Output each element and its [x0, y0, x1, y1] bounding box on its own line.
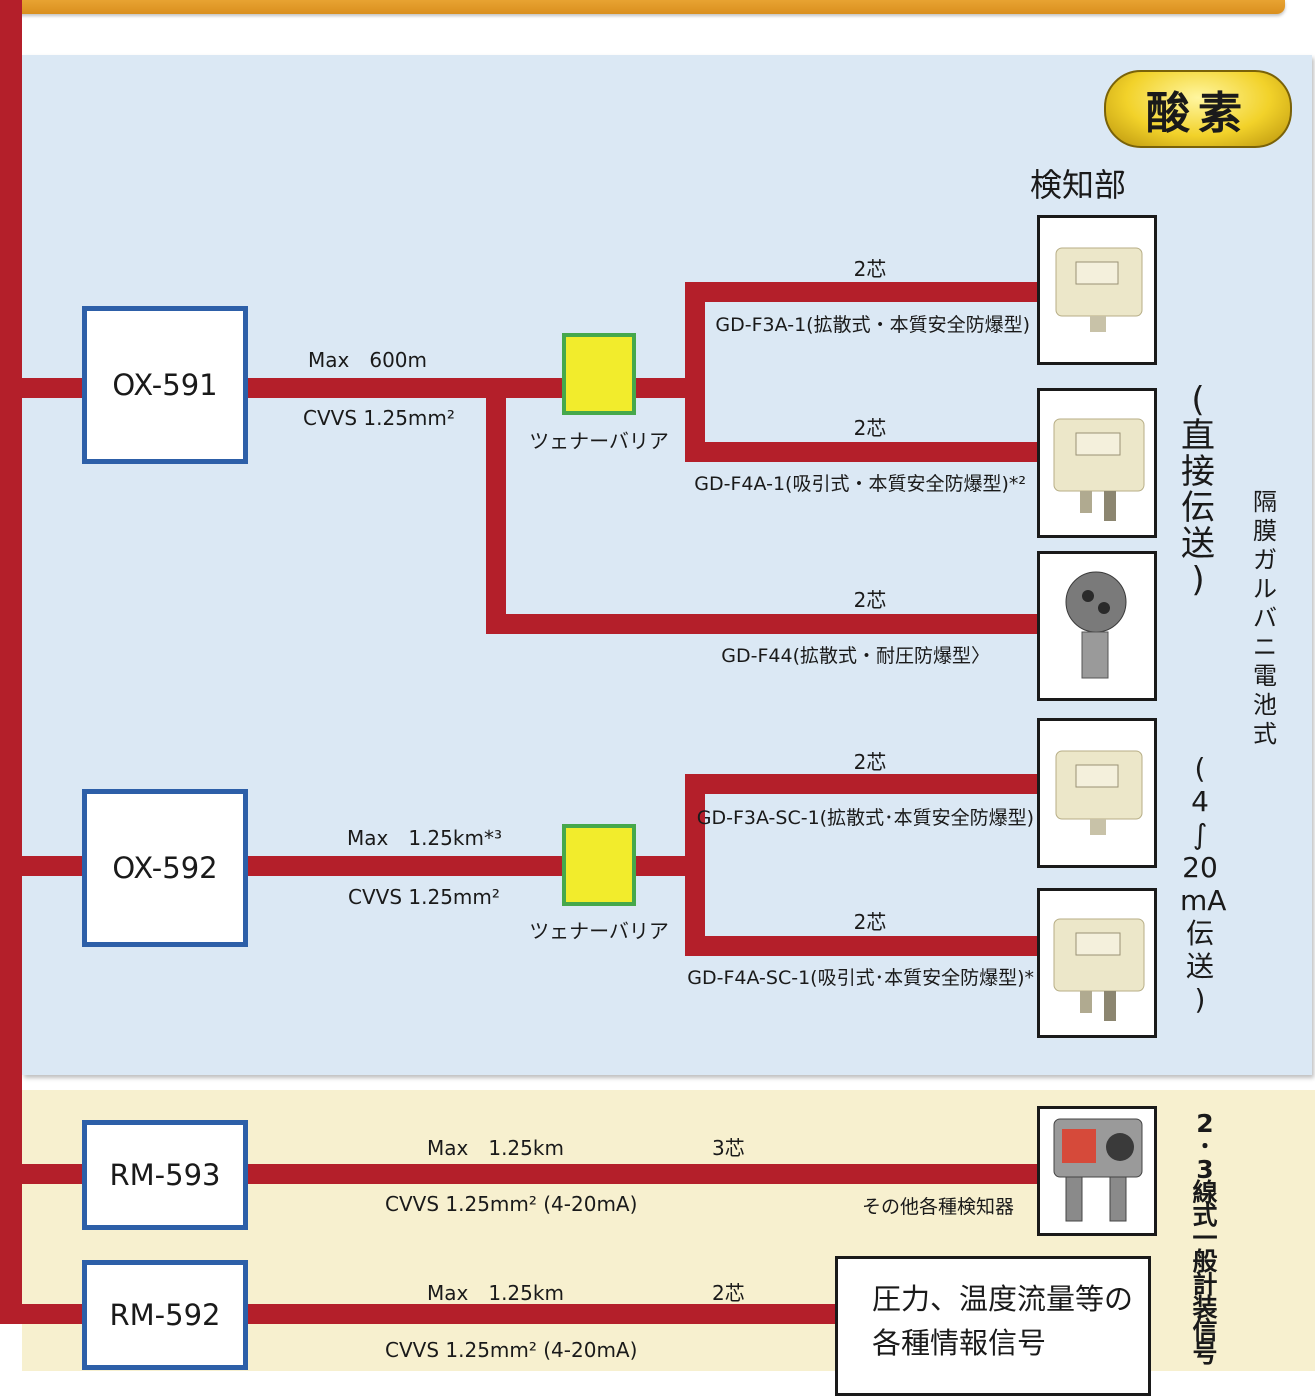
rm592-cores: 2芯	[712, 1281, 745, 1305]
ox592-branch-f4a-sc	[685, 936, 1040, 956]
detector-header: 検知部	[1030, 166, 1127, 204]
rm593-trunk-line	[245, 1164, 1040, 1184]
controller-rm592[interactable]: RM-592	[82, 1260, 248, 1370]
detector-gd-f4a-sc-1[interactable]	[1037, 888, 1157, 1038]
oxygen-badge: 酸素	[1104, 70, 1292, 148]
controller-ox591[interactable]: OX-591	[82, 306, 248, 464]
rm592-cable: CVVS 1.25mm² (4-20mA)	[385, 1338, 638, 1362]
info-signal-line-1: 圧力、温度流量等の	[872, 1282, 1134, 1316]
controller-ox592[interactable]: OX-592	[82, 789, 248, 947]
detector-gd-f44[interactable]	[1037, 551, 1157, 701]
ox592-f3a-sc-model: GD-F3A-SC-1(拡散式･本質安全防爆型)	[696, 807, 1034, 829]
ox591-barrier-out-line	[632, 378, 690, 398]
zener-barrier-1-label: ツェナーバリア	[529, 429, 669, 453]
rm593-feed-line	[20, 1164, 86, 1184]
ox591-f44-model: GD-F44(拡散式・耐圧防爆型〉	[721, 645, 990, 667]
ox592-cable: CVVS 1.25mm²	[348, 885, 500, 909]
rm593-cores: 3芯	[712, 1136, 745, 1160]
direct-transmission-label: ( 直 接 伝 送 )	[1181, 380, 1215, 600]
ox591-split-vertical	[685, 282, 705, 462]
current-transmission-label: ( 4 ∫ 20 mA 伝 送 )	[1180, 752, 1227, 1016]
ox592-barrier-out-line	[632, 856, 690, 876]
detector-gd-f3a-sc-1[interactable]	[1037, 718, 1157, 868]
ox592-f3a-sc-cores: 2芯	[853, 750, 887, 774]
ox591-f44-vertical	[486, 392, 506, 634]
ox591-f4a-cores: 2芯	[853, 416, 887, 440]
ox592-trunk-line	[245, 856, 565, 876]
detector-gd-f3a-1[interactable]	[1037, 215, 1157, 365]
ox591-f3a-cores: 2芯	[853, 257, 887, 281]
ox591-f4a-model: GD-F4A-1(吸引式・本質安全防爆型)*²	[694, 473, 1026, 495]
controller-rm593-label: RM-593	[109, 1158, 221, 1192]
zener-barrier-2-label: ツェナーバリア	[529, 919, 669, 943]
galvanic-cell-type-label: 隔 膜 ガ ル バ ニ 電 池 式	[1253, 488, 1277, 748]
ox591-branch-f4a	[685, 442, 1040, 462]
detector-gd-f4a-1-image	[1053, 418, 1145, 521]
rm592-trunk-line	[245, 1304, 837, 1324]
controller-ox592-label: OX-592	[112, 851, 218, 885]
header-band	[0, 0, 1285, 14]
detector-other-image	[1053, 1118, 1143, 1222]
ox591-f44-cores: 2芯	[853, 588, 887, 612]
ox591-feed-line	[20, 378, 86, 398]
ox591-branch-f3a	[685, 282, 1040, 302]
detector-gd-f3a-1-image	[1055, 247, 1143, 332]
ox591-max-length: Max 600m	[308, 348, 428, 372]
info-signal-box: 圧力、温度流量等の 各種情報信号	[835, 1256, 1151, 1396]
rm593-max-length: Max 1.25km	[427, 1136, 564, 1160]
ox592-f4a-sc-model: GD-F4A-SC-1(吸引式･本質安全防爆型)*	[687, 967, 1034, 989]
ox591-f3a-model: GD-F3A-1(拡散式・本質安全防爆型)	[715, 314, 1030, 336]
rm592-max-length: Max 1.25km	[427, 1281, 564, 1305]
controller-ox591-label: OX-591	[112, 368, 218, 402]
detector-gd-f4a-1[interactable]	[1037, 388, 1157, 538]
ox592-max-length: Max 1.25km*³	[347, 826, 502, 850]
ox591-branch-f44	[486, 614, 1040, 634]
controller-rm593[interactable]: RM-593	[82, 1120, 248, 1230]
detector-gd-f3a-sc-1-image	[1055, 750, 1143, 835]
info-signal-line-2: 各種情報信号	[872, 1326, 1047, 1360]
zener-barrier-2	[562, 824, 636, 906]
ox592-split-vertical	[685, 774, 705, 956]
main-bus-line	[0, 0, 22, 1320]
rm592-feed-line	[0, 1304, 86, 1324]
controller-rm592-label: RM-592	[109, 1298, 221, 1332]
ox592-f4a-sc-cores: 2芯	[853, 910, 887, 934]
zener-barrier-1	[562, 333, 636, 415]
ox591-trunk-line	[245, 378, 565, 398]
detector-gd-f44-image	[1065, 571, 1127, 679]
detector-other[interactable]	[1037, 1106, 1157, 1236]
ox591-cable: CVVS 1.25mm²	[303, 406, 455, 430]
ox592-feed-line	[20, 856, 86, 876]
rm593-note: その他各種検知器	[862, 1196, 1015, 1218]
detector-gd-f4a-sc-1-image	[1053, 918, 1145, 1021]
rm593-cable: CVVS 1.25mm² (4-20mA)	[385, 1192, 638, 1216]
ox592-branch-f3a-sc	[685, 774, 1040, 794]
general-signal-label: 2 ･ 3 線 式 一 般 計 装 信 号	[1192, 1109, 1218, 1368]
